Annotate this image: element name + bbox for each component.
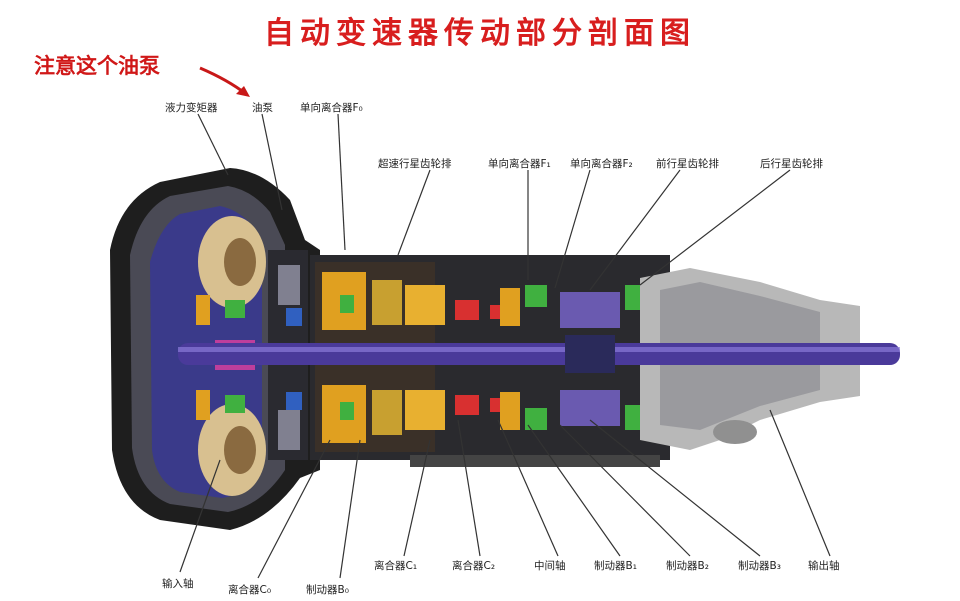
label-brake-b0: 制动器B₀ [306,584,349,596]
annotation-note: 注意这个油泵 [34,54,160,78]
label-oil-pump: 油泵 [252,102,273,114]
leader-lines-bottom [179,409,831,579]
label-brake-b1: 制动器B₁ [594,560,637,572]
leader-lines-top [197,113,791,291]
label-one-way-clutch-f1: 单向离合器F₁ [488,158,551,170]
label-input-shaft: 输入轴 [162,578,194,590]
label-intermediate-shaft: 中间轴 [534,560,566,572]
annotation-arrow [199,66,250,97]
label-clutch-c2: 离合器C₂ [452,560,496,572]
label-one-way-clutch-f0: 单向离合器F₀ [300,102,363,114]
main-shaft [178,335,900,373]
label-one-way-clutch-f2: 单向离合器F₂ [570,158,633,170]
label-rear-planetary: 后行星齿轮排 [760,158,823,170]
label-clutch-c0: 离合器C₀ [228,584,272,596]
page-title: 自动变速器传动部分剖面图 [264,16,696,51]
label-brake-b2: 制动器B₂ [666,560,709,572]
label-torque-converter: 液力变矩器 [165,102,218,114]
label-brake-b3: 制动器B₃ [738,560,781,572]
label-clutch-c1: 离合器C₁ [374,560,418,572]
label-output-shaft: 输出轴 [808,560,840,572]
label-front-planetary: 前行星齿轮排 [656,158,719,170]
label-overdrive-planetary: 超速行星齿轮排 [378,158,452,170]
